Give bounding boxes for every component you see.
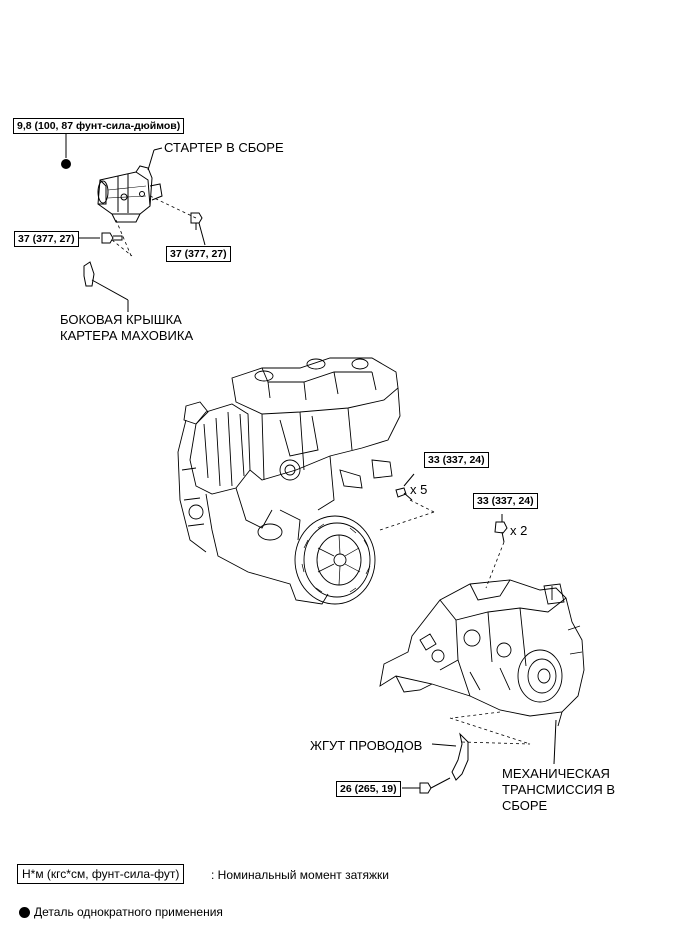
label-transmission-line3: СБОРЕ: [502, 798, 548, 813]
label-transmission-line2: ТРАНСМИССИЯ В: [502, 782, 616, 797]
qty-engine-bolts: x 5: [410, 482, 428, 497]
trans-bolts-part: [494, 514, 508, 543]
label-harness: ЖГУТ ПРОВОДОВ: [310, 738, 423, 753]
label-flywheel-cover-line1: БОКОВАЯ КРЫШКА: [60, 312, 182, 327]
qty-trans-bolts: x 2: [510, 523, 528, 538]
starter-bolt-right-part: [190, 212, 206, 246]
torque-engine-bolts: 33 (337, 24): [424, 452, 489, 468]
engine-part: [177, 357, 401, 605]
torque-trans-bolts: 33 (337, 24): [473, 493, 538, 509]
legend-unit-box: Н*м (кгс*см, фунт-сила-фут): [17, 864, 185, 884]
harness-bolt-part: [402, 777, 451, 794]
torque-starter-nut: 9,8 (100, 87 фунт-сила-дюймов): [13, 118, 185, 134]
harness-part: [431, 732, 469, 781]
starter-nut-part: [61, 133, 71, 169]
torque-harness-bolt: 26 (265, 19): [336, 781, 401, 797]
transmission-part: [379, 579, 585, 727]
flywheel-cover-part: [83, 261, 129, 312]
torque-starter-bolt-right: 37 (377, 27): [166, 246, 231, 262]
torque-starter-bolt-left: 37 (377, 27): [14, 231, 79, 247]
starter-assembly-part: [97, 147, 163, 223]
label-starter-assembly: СТАРТЕР В СБОРЕ: [164, 140, 284, 155]
legend-unit-desc: : Номинальный момент затяжки: [211, 868, 389, 882]
engine-bolts-part: [395, 473, 415, 501]
label-flywheel-cover-line2: КАРТЕРА МАХОВИКА: [60, 328, 194, 343]
one-time-use-icon: [19, 907, 30, 918]
label-transmission-line1: МЕХАНИЧЕСКАЯ: [502, 766, 610, 781]
legend-one-time: Деталь однократного применения: [34, 905, 223, 919]
